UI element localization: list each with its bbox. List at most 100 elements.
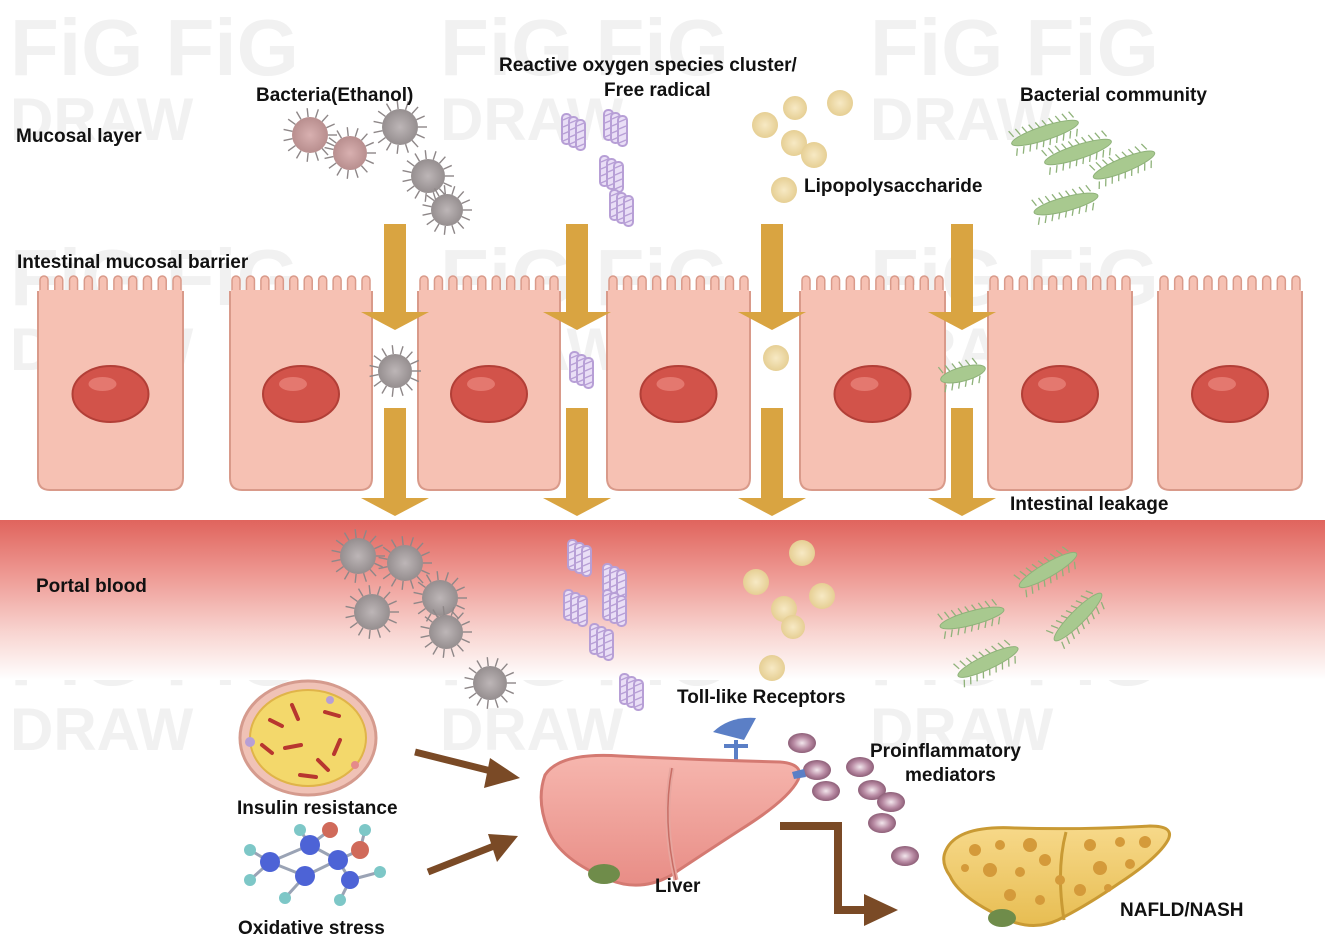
flagellum bbox=[1014, 656, 1016, 664]
fat-droplet bbox=[1055, 875, 1065, 885]
ros-cluster bbox=[619, 673, 644, 711]
pilus bbox=[324, 146, 334, 151]
pilus bbox=[409, 579, 415, 589]
flagellum bbox=[1098, 181, 1101, 190]
pilus bbox=[314, 151, 320, 161]
ros-stripe bbox=[582, 555, 591, 560]
epithelial-cell bbox=[1157, 275, 1303, 491]
microvilli-base bbox=[608, 290, 749, 296]
ros-coil bbox=[617, 115, 628, 147]
flagellum bbox=[1075, 128, 1078, 137]
label-insulin-resistance: Insulin resistance bbox=[237, 798, 398, 819]
watermark-text: DRAW bbox=[10, 696, 194, 763]
pilus bbox=[377, 137, 386, 144]
flagellum bbox=[971, 377, 974, 386]
pilus bbox=[349, 622, 358, 629]
mediator-particle bbox=[803, 760, 831, 780]
mediator-particle bbox=[868, 813, 896, 833]
pilus bbox=[416, 542, 424, 551]
arrow-into-blood bbox=[361, 408, 429, 516]
pilus bbox=[425, 574, 432, 583]
pilus bbox=[456, 612, 464, 620]
pilus bbox=[365, 141, 375, 147]
molecule-atom bbox=[359, 824, 371, 836]
flagellum bbox=[1008, 130, 1015, 138]
molecule-atom bbox=[300, 835, 320, 855]
mediator-particle bbox=[788, 733, 816, 753]
flagellum bbox=[1089, 164, 1096, 171]
pilus bbox=[368, 629, 371, 639]
pilus bbox=[456, 644, 464, 652]
arrow-into-barrier bbox=[543, 224, 611, 330]
pilus bbox=[442, 648, 445, 658]
pilus bbox=[424, 641, 433, 648]
flagellum bbox=[1041, 149, 1048, 157]
flagellum bbox=[1001, 661, 1004, 670]
fat-droplet bbox=[1015, 867, 1025, 877]
flagellum bbox=[943, 611, 950, 619]
flagellum bbox=[1025, 567, 1033, 573]
pilus bbox=[414, 190, 421, 199]
bacterium-ethanol bbox=[331, 529, 385, 583]
fat-droplet bbox=[1104, 884, 1112, 892]
pilus bbox=[346, 127, 349, 137]
flagellum bbox=[1055, 165, 1058, 173]
particles bbox=[283, 90, 1156, 711]
arrow-shaft bbox=[951, 224, 973, 312]
pilus bbox=[374, 562, 383, 568]
pilus bbox=[451, 186, 456, 195]
label-bacteria-ethanol: Bacteria(Ethanol) bbox=[256, 85, 414, 106]
ros-coil bbox=[616, 595, 627, 627]
cell-body bbox=[333, 136, 367, 170]
cell-body bbox=[387, 545, 423, 581]
pilus bbox=[416, 133, 425, 139]
bacterium-community-rod bbox=[1041, 130, 1112, 175]
flagellum bbox=[1100, 601, 1105, 610]
molecule-atom bbox=[260, 852, 280, 872]
pilus bbox=[421, 569, 430, 575]
lipopolysaccharide-particle bbox=[752, 112, 778, 138]
nucleus-highlight bbox=[279, 377, 307, 391]
flagellum bbox=[1044, 215, 1047, 224]
flagellum bbox=[997, 642, 1005, 649]
flagellum bbox=[1078, 206, 1081, 215]
flagellum bbox=[1031, 586, 1034, 594]
pilus bbox=[326, 123, 335, 129]
ros-cluster bbox=[563, 589, 588, 627]
arrow-head bbox=[543, 498, 611, 516]
pilus bbox=[450, 647, 455, 657]
flagellum bbox=[1037, 582, 1040, 591]
cell-body bbox=[411, 159, 445, 193]
pilus bbox=[405, 383, 413, 391]
label-lipopolysaccharide: Lipopolysaccharide bbox=[804, 176, 983, 197]
flagellum bbox=[1061, 546, 1069, 552]
ros-stripe bbox=[627, 679, 636, 684]
arrow-head bbox=[928, 312, 996, 330]
ros-stripe bbox=[576, 143, 585, 148]
flagellum bbox=[937, 613, 943, 621]
epithelial-cell bbox=[229, 275, 373, 491]
pilus bbox=[443, 225, 447, 235]
pilus bbox=[409, 537, 415, 547]
microvilli-base bbox=[801, 290, 944, 296]
bacterium-ethanol bbox=[369, 345, 421, 397]
flagellum bbox=[1031, 199, 1037, 207]
ros-coil bbox=[623, 195, 634, 227]
pilus bbox=[421, 551, 430, 557]
flagellum bbox=[1013, 574, 1021, 580]
pilus bbox=[374, 544, 383, 550]
ros-stripe bbox=[614, 185, 623, 190]
pilus bbox=[405, 351, 413, 359]
ros-stripe bbox=[578, 605, 587, 610]
flagellum bbox=[1087, 134, 1094, 142]
ros-cluster bbox=[609, 189, 634, 227]
cell-body bbox=[340, 538, 376, 574]
bacterium-ethanol bbox=[422, 185, 472, 235]
ros-cluster bbox=[603, 109, 628, 147]
fat-droplet bbox=[1035, 895, 1045, 905]
pilus bbox=[354, 168, 359, 178]
flagellum bbox=[1095, 152, 1098, 160]
flagellum bbox=[1061, 113, 1068, 120]
pilus bbox=[343, 571, 350, 580]
ros-coil bbox=[603, 629, 614, 661]
